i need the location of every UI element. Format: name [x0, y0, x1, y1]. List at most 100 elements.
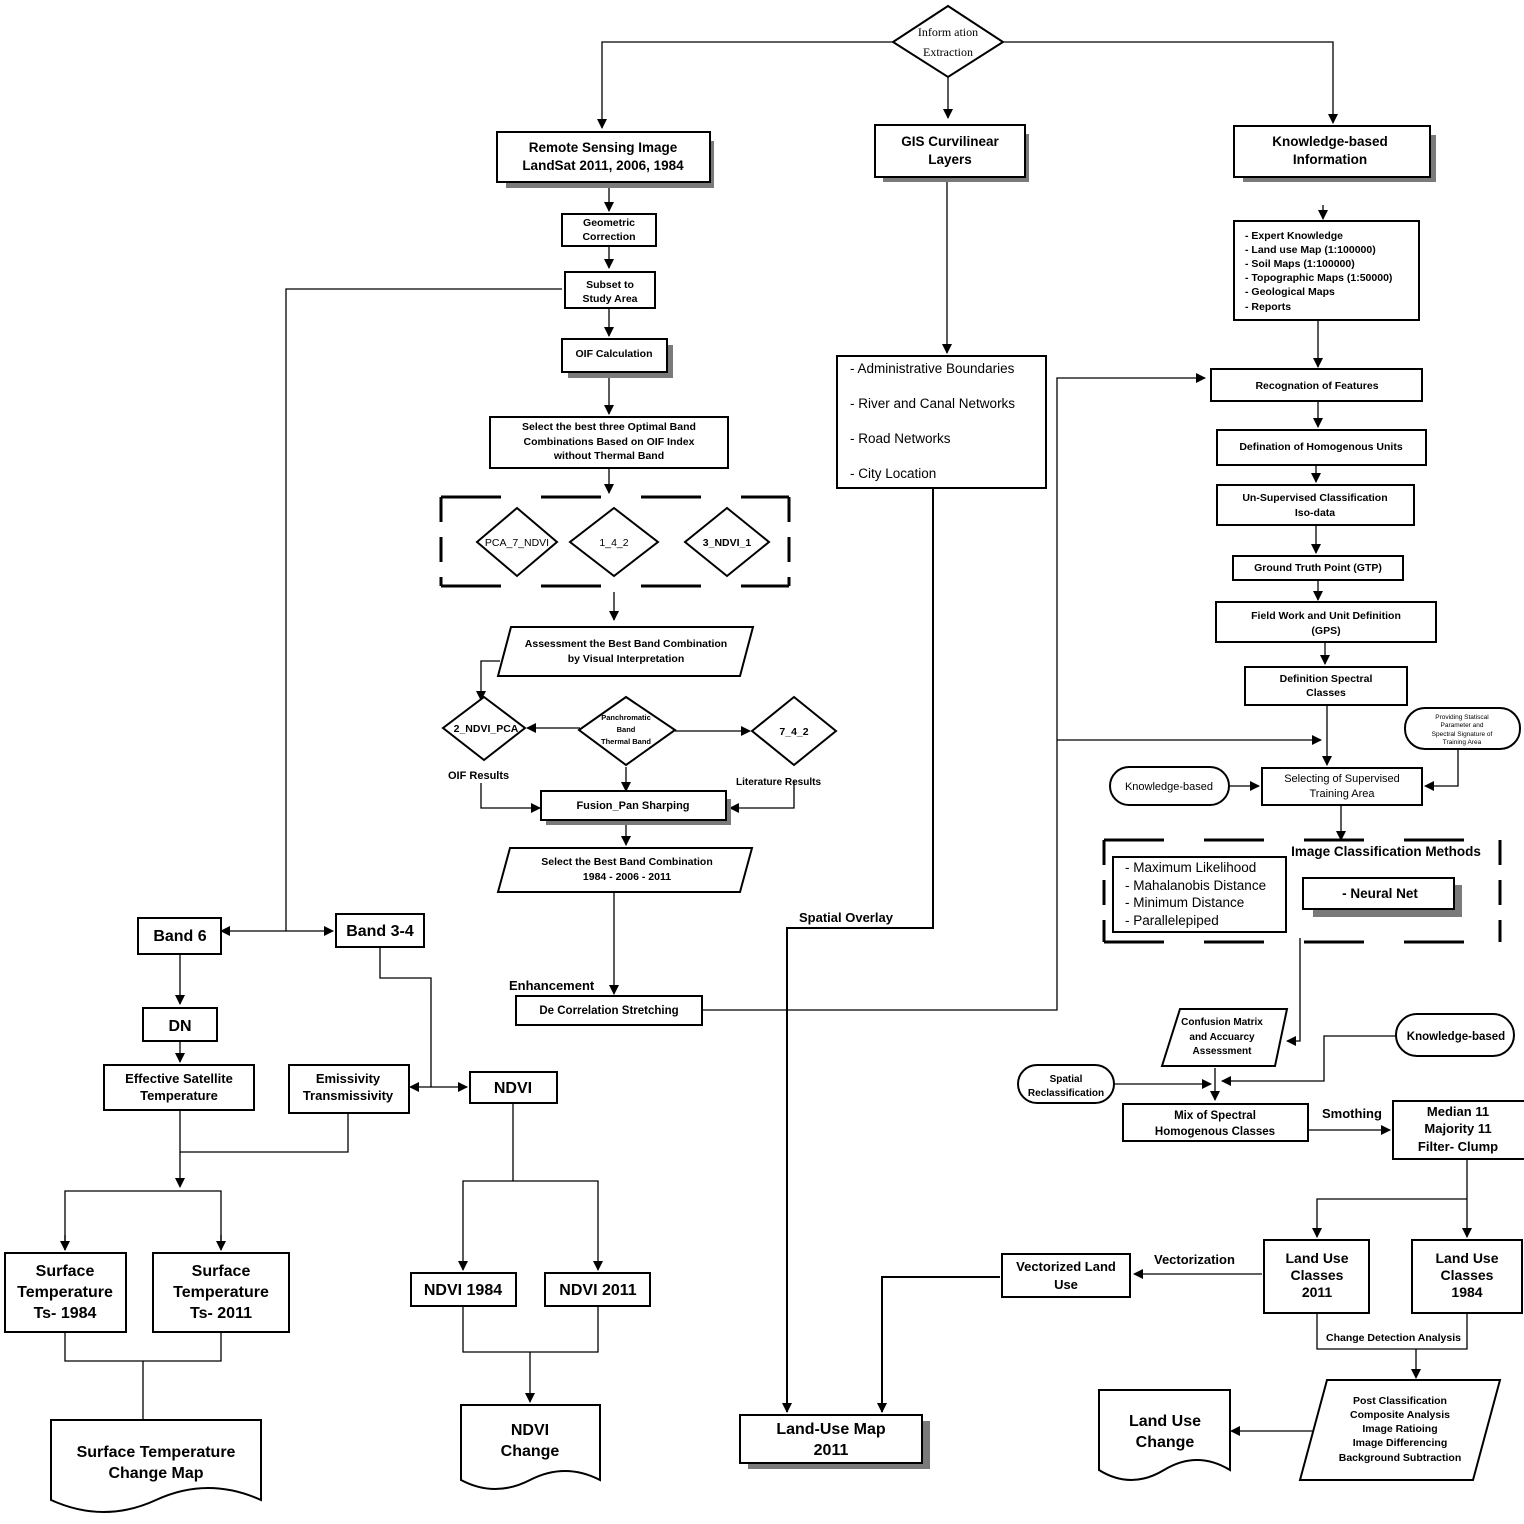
spatial-reclass-pill: [1017, 1064, 1115, 1104]
knowledge-pill: [1109, 766, 1230, 806]
confusion-label-3: Assessment: [1193, 1046, 1253, 1057]
subset-box: [564, 271, 656, 309]
method-3: - Minimum Distance: [1125, 895, 1244, 910]
panchro-label-2: Band: [617, 725, 636, 734]
subset-label-1: Subset to: [586, 279, 634, 291]
knowledge-label: Knowledge-based: [1125, 781, 1213, 793]
neural-label: - Neural Net: [1342, 886, 1418, 901]
gis-layer-3: - Road Networks: [850, 431, 951, 446]
median-label-2: Majority 11: [1424, 1121, 1491, 1136]
effective-box: [103, 1064, 255, 1111]
panchro-diamond: [577, 695, 677, 767]
decorrelation-box: [515, 995, 703, 1026]
geometric-box: [561, 213, 657, 247]
assessment-label-2: by Visual Interpretation: [568, 653, 685, 665]
ndvi1984-label: NDVI 1984: [424, 1282, 502, 1299]
kb-item-4: - Topographic Maps (1:50000): [1245, 272, 1392, 284]
postclass-item-5: Background Subtraction: [1339, 1452, 1462, 1464]
subset-label-2: Study Area: [582, 293, 637, 305]
dn-box: [142, 1007, 218, 1042]
select-best-box: [489, 416, 729, 469]
enhancement-label: Enhancement: [509, 978, 595, 993]
methods-title: Image Classification Methods: [1291, 844, 1481, 859]
methods-group: [1102, 838, 1502, 944]
surf1984-label-2: Temperature: [17, 1284, 113, 1301]
connectors: [60, 41, 1472, 1436]
kb-box: [1233, 125, 1431, 178]
oif-results-label: OIF Results: [448, 770, 509, 782]
dn-label: DN: [168, 1018, 191, 1035]
kb-item-1: - Expert Knowledge: [1245, 230, 1343, 242]
ndvi-pca-label: 2_NDVI_PCA: [454, 723, 519, 735]
vectorized-box: [1001, 1253, 1131, 1298]
vectorized-label-1: Vectorized Land: [1016, 1259, 1116, 1274]
luc1984-label-3: 1984: [1451, 1284, 1482, 1300]
remote-label-1: Remote Sensing Image: [529, 140, 678, 155]
select-best2-label-2: 1984 - 2006 - 2011: [583, 871, 671, 883]
effective-label-1: Effective Satellite: [125, 1071, 233, 1086]
surf2011-label-1: Surface: [192, 1263, 251, 1280]
method-4: - Parallelepiped: [1125, 913, 1219, 928]
luc1984-label-1: Land Use: [1435, 1250, 1498, 1266]
combo-label-3: 3_NDVI_1: [703, 537, 752, 549]
remote-label-2: LandSat 2011, 2006, 1984: [522, 158, 684, 173]
panchro-label-3: Thermal Band: [601, 737, 651, 746]
confusion-label-2: and Accuarcy: [1189, 1032, 1255, 1043]
remote-sensing-box: [496, 131, 711, 183]
providing-label-4: Training Area: [1443, 739, 1482, 746]
select-best-label-3: without Thermal Band: [553, 450, 664, 462]
select-best2-label-1: Select the Best Band Combination: [541, 856, 713, 868]
neural-box: [1302, 877, 1455, 910]
luc2011-label-2: Classes: [1291, 1267, 1344, 1283]
providing-pill: [1404, 707, 1521, 750]
ndvi-pca-diamond: [441, 695, 527, 762]
luc2011-label-3: 2011: [1302, 1284, 1333, 1300]
defination-box: [1216, 429, 1427, 466]
selecting-label-2: Training Area: [1309, 788, 1375, 800]
gtp-label: Ground Truth Point (GTP): [1254, 562, 1382, 574]
gis-layers-box: [836, 355, 1047, 489]
combinations-group: [439, 495, 791, 588]
panchro-label-1: Panchromatic: [601, 713, 651, 722]
vectorization-label: Vectorization: [1154, 1252, 1235, 1267]
land-use-change-label-2: Change: [1136, 1434, 1195, 1451]
vectorized-label-2: Use: [1054, 1277, 1078, 1292]
luc2011-box: [1263, 1239, 1370, 1314]
select-best-label-2: Combinations Based on OIF Index: [524, 436, 695, 448]
surf-change-label-2: Change Map: [108, 1465, 203, 1482]
landuse-map-box: [739, 1414, 923, 1464]
knowledge-label-2: Knowledge-based: [1407, 1031, 1505, 1043]
info-extraction-diamond: [891, 4, 1005, 79]
emissivity-box: [288, 1064, 410, 1114]
lit-results-label: Literature Results: [736, 777, 821, 788]
mix-box: [1122, 1103, 1309, 1142]
band6-label: Band 6: [153, 928, 206, 945]
kb-list-box: [1233, 220, 1420, 321]
band34-label: Band 3-4: [346, 923, 414, 940]
land-use-change-doc: [1098, 1389, 1231, 1481]
median-label-1: Median 11: [1427, 1104, 1489, 1119]
postclass-item-1: Post Classification: [1353, 1395, 1447, 1407]
defination-label: Defination of Homogenous Units: [1239, 441, 1402, 453]
info-extraction-label-2: Extraction: [923, 45, 973, 59]
postclass-para: [1298, 1379, 1502, 1481]
ndvi-label: NDVI: [494, 1080, 532, 1097]
gis-layer-2: - River and Canal Networks: [850, 396, 1015, 411]
kb-label-1: Knowledge-based: [1272, 134, 1388, 149]
gis-layer-1: - Administrative Boundaries: [850, 361, 1015, 376]
oif-calc-box: [561, 338, 668, 373]
oif-calc-label: OIF Calculation: [575, 348, 652, 360]
fieldwork-label-2: (GPS): [1311, 625, 1340, 637]
recognition-box: [1210, 368, 1423, 402]
fieldwork-label-1: Field Work and Unit Definition: [1251, 610, 1401, 622]
providing-label-3: Spectral Signature of: [1432, 731, 1493, 738]
providing-label-1: Providing Statiscal: [1435, 714, 1489, 721]
kb-item-6: - Reports: [1245, 301, 1291, 313]
postclass-item-4: Image Differencing: [1353, 1437, 1448, 1449]
surf1984-label-3: Ts- 1984: [34, 1305, 97, 1322]
luc2011-label-1: Land Use: [1285, 1250, 1348, 1266]
landuse-map-label-2: 2011: [814, 1442, 849, 1459]
luc1984-box: [1411, 1239, 1523, 1314]
nodes: [4, 4, 1524, 1513]
confusion-label-1: Confusion Matrix: [1181, 1017, 1263, 1028]
